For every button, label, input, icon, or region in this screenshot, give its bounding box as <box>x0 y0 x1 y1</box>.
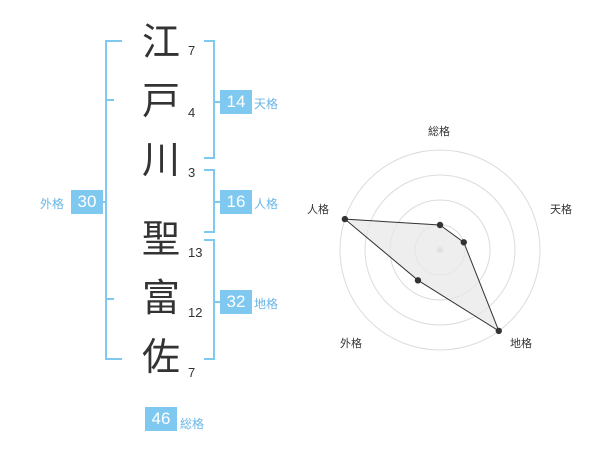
radar-label-gaikaku: 外格 <box>340 337 362 350</box>
soukaku-badge: 46 <box>145 407 177 431</box>
radar-point-1 <box>436 221 444 229</box>
stroke-count-1: 7 <box>188 43 196 58</box>
tenkaku-badge: 14 <box>220 90 252 114</box>
jinkaku-badge: 16 <box>220 190 252 214</box>
soukaku-label: 総格 <box>180 417 205 431</box>
gaikaku-badge: 30 <box>71 190 103 214</box>
name-char-6: 佐 <box>141 335 180 379</box>
radar-chart <box>339 149 541 351</box>
stroke-count-5: 12 <box>188 305 203 320</box>
radar-point-4 <box>414 277 422 284</box>
name-char-1: 江 <box>141 20 180 64</box>
tenkaku-bracket <box>204 40 215 159</box>
gaikaku-label: 外格 <box>40 197 65 211</box>
radar-label-tenkaku: 天格 <box>550 203 572 216</box>
stroke-count-6: 7 <box>188 365 196 380</box>
chikaku-label: 地格 <box>254 297 279 311</box>
stroke-count-2: 4 <box>188 105 196 120</box>
name-char-4: 聖 <box>141 217 180 261</box>
jinkaku-bracket <box>204 169 215 233</box>
chikaku-bracket <box>204 239 215 360</box>
radar-point-2 <box>460 239 467 246</box>
stroke-count-4: 13 <box>188 245 203 260</box>
radar-point-5 <box>341 215 349 223</box>
gaikaku-bracket <box>105 40 122 360</box>
chikaku-badge: 32 <box>220 290 252 314</box>
radar-area <box>343 218 500 333</box>
name-char-3: 川 <box>141 138 180 182</box>
stroke-count-3: 3 <box>188 165 196 180</box>
name-char-2: 戸 <box>141 79 180 123</box>
radar-point-3 <box>495 327 502 335</box>
jinkaku-label: 人格 <box>254 197 279 211</box>
radar-label-jinkaku: 人格 <box>307 203 329 216</box>
grid-brackets <box>98 40 220 360</box>
tenkaku-label: 天格 <box>254 97 279 111</box>
radar-ring <box>339 149 541 351</box>
radar-label-chikaku: 地格 <box>510 337 532 350</box>
radar-ring <box>364 174 516 326</box>
name-char-5: 富 <box>141 276 180 320</box>
radar-label-soukaku: 総格 <box>428 125 450 138</box>
